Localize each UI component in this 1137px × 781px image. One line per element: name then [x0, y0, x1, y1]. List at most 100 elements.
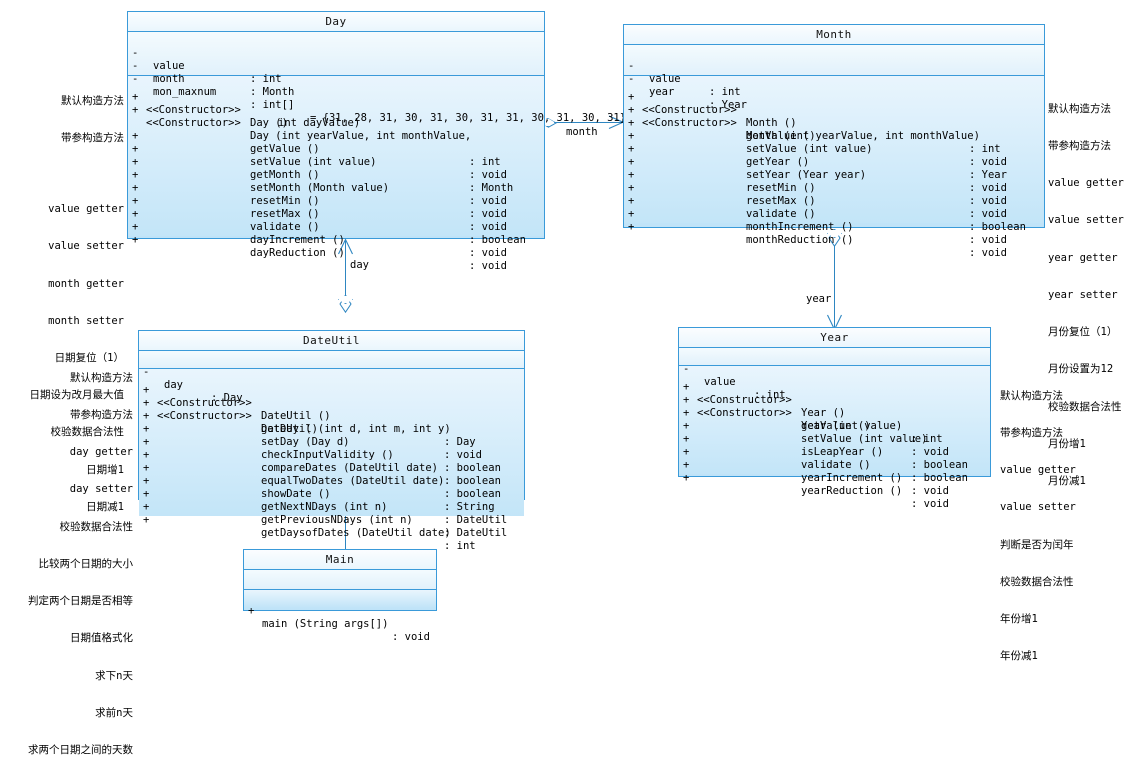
operation-row: + resetMax () : void [624, 169, 1044, 220]
visibility-marker: - [628, 60, 635, 72]
note-line: month getter [48, 277, 124, 290]
class-box-month[interactable]: Month - value : int - year : Year + <<Co… [623, 24, 1045, 259]
visibility-marker: - [143, 366, 150, 378]
operation-name: yearReduction () [801, 485, 903, 497]
operation-type: : void [469, 208, 507, 220]
class-box-dateutil[interactable]: DateUtil - day : Day + <<Constructor>> D… [138, 330, 525, 552]
visibility-marker: + [143, 488, 150, 500]
operation-name: resetMax () [250, 208, 320, 220]
operation-name: int dayValue) [278, 117, 361, 129]
operation-type: : boolean [469, 234, 526, 246]
class-operations-day: + <<Constructor>> Day () + <<Constructor… [128, 76, 544, 272]
operation-type: : boolean [911, 459, 968, 471]
operation-type: : void [969, 247, 1007, 259]
operation-row: + yearIncrement () : void [679, 446, 990, 497]
note-line: 判断是否为闰年 [1000, 538, 1074, 551]
operation-row: + getMonth () : Month [128, 143, 544, 194]
operation-name: dayIncrement () [250, 234, 345, 246]
class-box-day[interactable]: Day - value : int - month : Month - mon_… [127, 11, 626, 272]
class-title-dateutil: DateUtil [139, 331, 524, 351]
note-line: 校验数据合法性 [59, 520, 134, 533]
operation-name: compareDates (DateUtil date) [261, 462, 439, 474]
visibility-marker: + [628, 169, 635, 181]
visibility-marker: + [248, 605, 255, 617]
visibility-marker: + [628, 208, 635, 220]
operation-name: yearIncrement () [801, 472, 903, 484]
visibility-marker: + [628, 117, 635, 129]
operation-type: : Day [444, 436, 476, 448]
visibility-marker: + [628, 130, 635, 142]
visibility-marker: + [132, 91, 139, 103]
operation-type: : void [469, 247, 507, 259]
note-line: 日期设为改月最大值 [29, 389, 125, 402]
operation-row: + getDaysofDates (DateUtil date) : int [139, 501, 524, 552]
operation-name: DateUtil (int d, int m, int y) [261, 423, 451, 435]
operation-name: Day (int yearValue, int monthValue, [250, 130, 472, 142]
operation-name: setValue (int value) [801, 433, 928, 445]
attribute-name: month [153, 73, 185, 85]
class-attributes-day: - value : int - month : Month - mon_maxn… [128, 32, 626, 124]
class-operations-month: + <<Constructor>> Month () + <<Construct… [624, 76, 1044, 259]
note-line: value getter [1000, 464, 1076, 477]
operation-type: : void [969, 195, 1007, 207]
note-group-year: 默认构造方法 带参构造方法 value getter value setter … [1000, 365, 1130, 688]
operation-type: : void [469, 195, 507, 207]
operation-name: checkInputValidity () [261, 449, 394, 461]
attribute-type: : int [754, 389, 786, 401]
operation-row: + monthIncrement () : void [624, 195, 1044, 246]
attribute-row: - value : int [624, 47, 1044, 98]
edge-day-month-line [555, 122, 623, 123]
operation-type: : boolean [444, 475, 501, 487]
operation-name: setYear (Year year) [746, 169, 867, 181]
visibility-marker: + [683, 407, 690, 419]
note-line: 日期增1 [86, 463, 124, 476]
stereotype: <<Constructor>> [146, 117, 241, 129]
visibility-marker: + [132, 234, 139, 246]
operation-row: + <<Constructor>> Year () [679, 368, 990, 419]
operation-name: main (String args[]) [262, 618, 389, 630]
visibility-marker: + [143, 501, 150, 513]
note-line: 校验数据合法性 [1000, 575, 1074, 588]
operation-row: + getNextNDays (int n) : DateUtil [139, 475, 524, 526]
attribute-type: : Year [709, 99, 747, 111]
operation-row: + setValue (int value) : void [624, 117, 1044, 168]
class-box-main[interactable]: Main + main (String args[]) : void [243, 549, 437, 643]
operation-row: + setDay (Day d) : void [139, 410, 524, 461]
attribute-name: day [164, 379, 183, 391]
operation-type: : void [911, 498, 949, 510]
operation-name: resetMin () [250, 195, 320, 207]
visibility-marker: + [132, 169, 139, 181]
operation-row: + getValue () : int [679, 394, 990, 445]
visibility-marker: + [132, 156, 139, 168]
class-title-day: Day [128, 12, 544, 32]
note-line: 默认构造方法 [61, 94, 124, 107]
visibility-marker: + [132, 130, 139, 142]
operation-row: + setYear (Year year) : void [624, 143, 1044, 194]
attribute-row: - day : Day [139, 353, 524, 404]
note-line: 带参构造方法 [61, 132, 124, 145]
operation-row: + validate () : boolean [624, 182, 1044, 233]
attribute-row: - value : int [128, 34, 544, 85]
note-line: 校验数据合法性 [1048, 400, 1122, 413]
note-line: 年份减1 [1000, 650, 1038, 663]
attribute-row: - year : Year [624, 60, 1044, 111]
visibility-marker: + [628, 156, 635, 168]
class-box-year[interactable]: Year - value : int + <<Constructor>> Yea… [678, 327, 991, 510]
attribute-name: value [704, 376, 736, 388]
operation-name: getYear () [746, 156, 810, 168]
operation-row: + <<Constructor>> Day () [128, 78, 544, 129]
attribute-type: : int[] [250, 99, 295, 111]
edge-month-year-diamond [827, 229, 842, 247]
visibility-marker: + [143, 423, 150, 435]
visibility-marker: + [683, 433, 690, 445]
operation-name: validate () [746, 208, 816, 220]
note-line: 默认构造方法 [70, 371, 133, 384]
class-attributes-main [244, 570, 436, 590]
operation-name: showDate () [261, 488, 331, 500]
operation-row: + resetMin () : void [128, 169, 544, 220]
operation-name: Year () [801, 407, 846, 419]
attribute-type: : int [250, 73, 282, 85]
visibility-marker: + [628, 221, 635, 233]
note-line: 求两个日期之间的天数 [28, 744, 133, 756]
attribute-name: value [153, 60, 185, 72]
